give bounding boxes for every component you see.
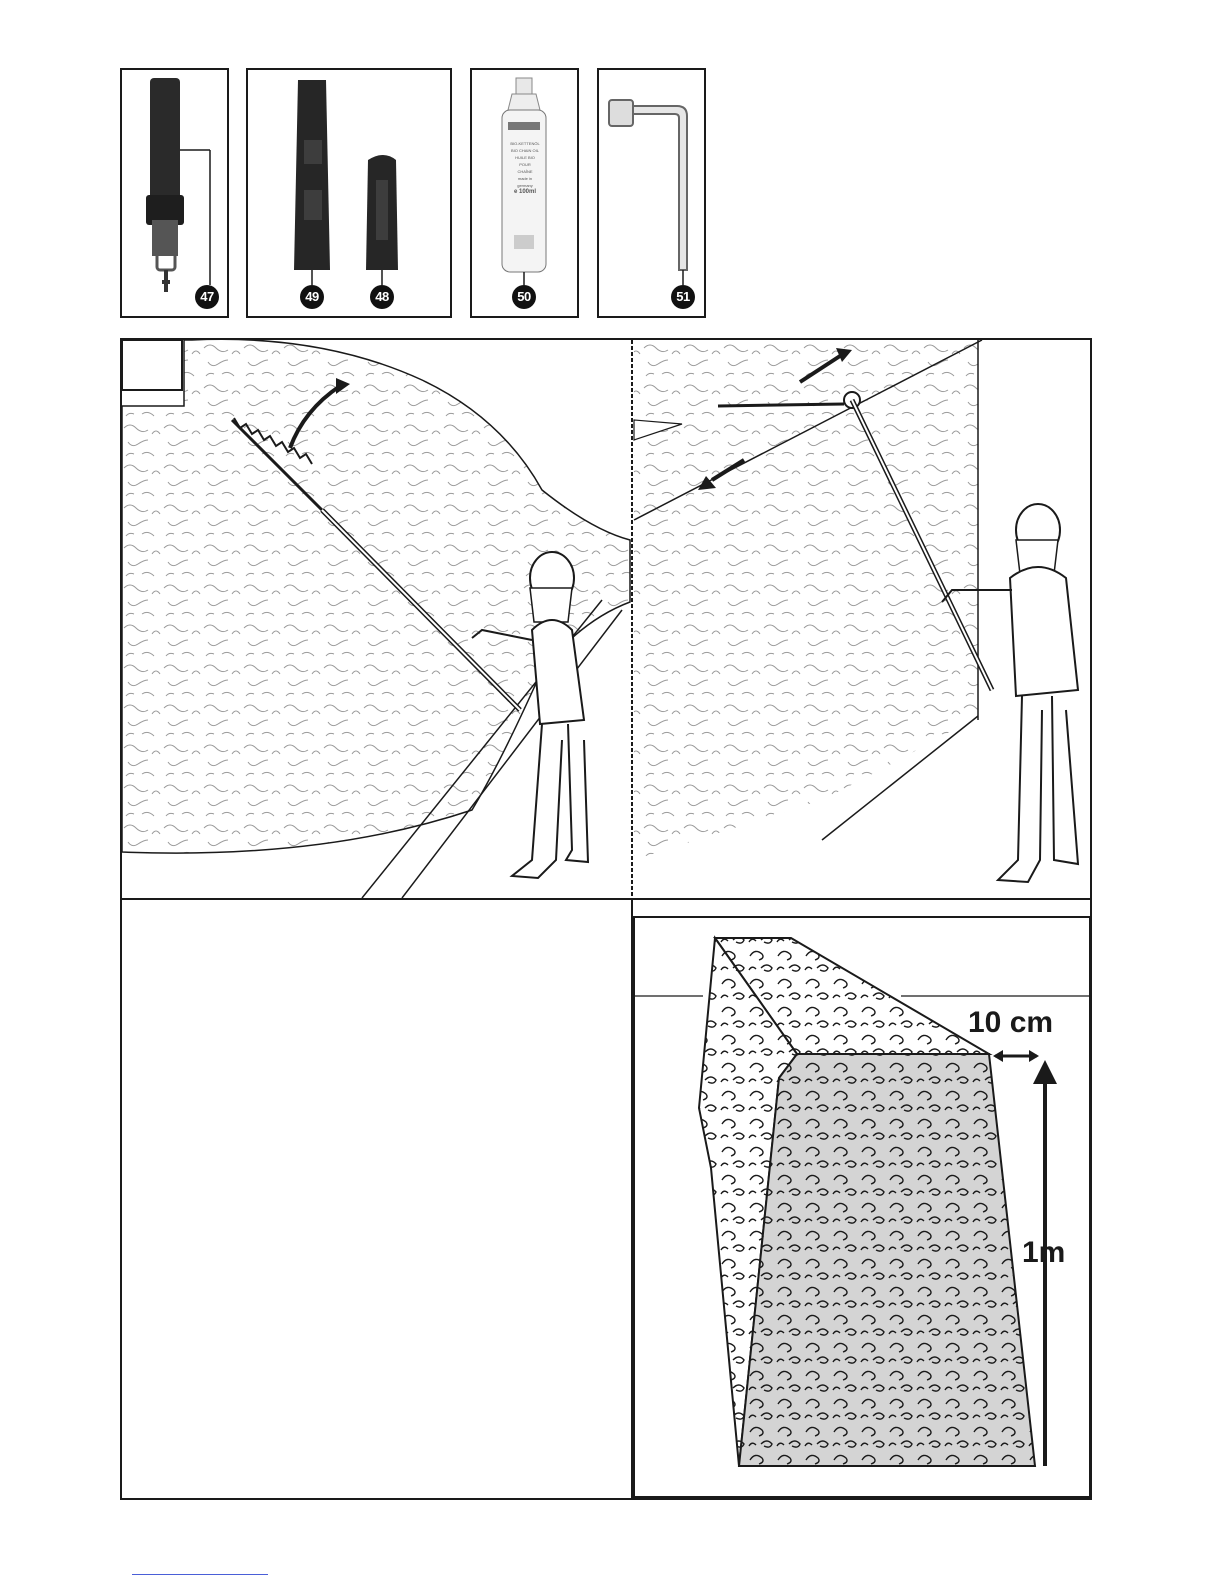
usage-illustration <box>122 340 1090 898</box>
oil-label-line6: made in <box>504 175 546 182</box>
oil-label-text: BIO-KETTENÖL BIO CHAIN OIL HUILE BIO POU… <box>504 140 546 196</box>
oil-label-line2: BIO CHAIN OIL <box>504 147 546 154</box>
part-number-48: 48 <box>370 285 394 309</box>
accessory-panel-strap: 47 <box>120 68 229 318</box>
oil-label-line3: HUILE BIO <box>504 154 546 161</box>
socket-wrench-image <box>599 70 704 316</box>
oil-label-volume: e 100ml <box>504 189 546 196</box>
blade-covers-image <box>248 70 450 316</box>
accessory-panel-covers: 49 48 <box>246 68 452 318</box>
part-number-49: 49 <box>300 285 324 309</box>
oil-label-line5: CHAÎNE <box>504 168 546 175</box>
usage-illustration-panel <box>120 338 1092 900</box>
footer-underline <box>132 1574 268 1575</box>
part-number-50: 50 <box>512 285 536 309</box>
oil-label-line1: BIO-KETTENÖL <box>504 140 546 147</box>
hedge-dimension-panel: 10 cm 1m <box>120 898 1092 1500</box>
oil-label-line7: germany <box>504 182 546 189</box>
hedge-diagram <box>633 916 1091 1498</box>
part-number-51: 51 <box>671 285 695 309</box>
height-label: 1m <box>1022 1236 1065 1270</box>
accessory-panel-wrench: 51 <box>597 68 706 318</box>
width-label: 10 cm <box>968 1006 1053 1040</box>
shoulder-strap-image <box>122 70 227 316</box>
oil-label-line4: POUR <box>504 161 546 168</box>
accessory-panel-oil: BIO-KETTENÖL BIO CHAIN OIL HUILE BIO POU… <box>470 68 579 318</box>
part-number-47: 47 <box>195 285 219 309</box>
